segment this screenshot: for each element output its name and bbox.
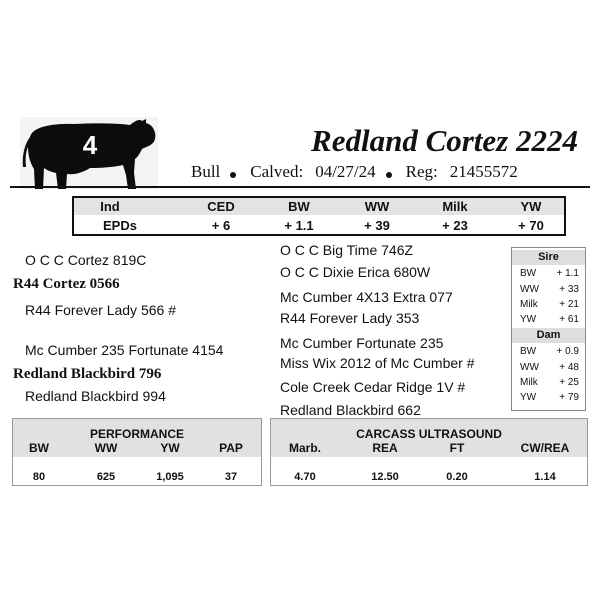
sire-epd-header: Sire	[512, 250, 585, 265]
carcass-value-cw-rea: 1.14	[534, 471, 556, 483]
calved-date: 04/27/24	[315, 162, 376, 181]
pedigree-sire: R44 Cortez 0566	[13, 276, 120, 292]
pedigree-ggp-4: R44 Forever Lady 353	[280, 310, 420, 326]
epd-value-ww: + 39	[364, 218, 390, 233]
performance-col-bw: BW	[29, 441, 49, 455]
sire-epd-row: BW+ 1.1	[520, 268, 579, 279]
sire-epd-row: YW+ 61	[520, 314, 579, 325]
dam-epd-row: Milk+ 25	[520, 377, 579, 388]
pedigree-sire-sire: O C C Cortez 819C	[25, 252, 147, 268]
epd-value-bw: + 1.1	[284, 218, 314, 233]
epd-header-row	[74, 198, 564, 215]
calved-label: Calved:	[250, 162, 304, 181]
performance-title: PERFORMANCE	[89, 427, 184, 441]
carcass-col-ft: FT	[449, 441, 465, 455]
dam-epd-row: YW+ 79	[520, 392, 579, 403]
pedigree-ggp-2: O C C Dixie Erica 680W	[280, 264, 431, 280]
epd-table: Ind EPDs CED BW WW Milk YW + 6 + 1.1 + 3…	[72, 196, 566, 236]
epd-value-yw: + 70	[518, 218, 544, 233]
performance-value-pap: 37	[224, 471, 238, 483]
carcass-title: CARCASS ULTRASOUND	[356, 427, 502, 441]
epd-row-label-epds: EPDs	[103, 218, 137, 233]
pedigree-ggp-1: O C C Big Time 746Z	[280, 242, 414, 258]
reg-label: Reg:	[405, 162, 438, 181]
epd-value-milk: + 23	[442, 218, 468, 233]
dam-epd-header: Dam	[512, 328, 585, 343]
epd-col-milk: Milk	[442, 199, 468, 214]
performance-col-ww: WW	[94, 441, 118, 455]
animal-name: Redland Cortez 2224	[311, 123, 578, 158]
sire-epd-row: Milk+ 21	[520, 299, 579, 310]
pedigree-ggp-6: Miss Wix 2012 of Mc Cumber #	[280, 355, 475, 371]
carcass-col-rea: REA	[372, 441, 398, 455]
carcass-ultrasound-table: CARCASS ULTRASOUND Marb. REA FT CW/REA 4…	[270, 418, 588, 486]
bull-silhouette-icon	[22, 119, 156, 189]
parent-epd-box: Sire BW+ 1.1 WW+ 33 Milk+ 21 YW+ 61 Dam …	[511, 247, 586, 411]
lot-number: 4	[82, 130, 98, 160]
animal-info-line: Bull Calved: 04/27/24 Reg: 21455572	[191, 162, 518, 182]
pedigree-dam: Redland Blackbird 796	[13, 366, 162, 382]
carcass-value-rea: 12.50	[371, 471, 399, 483]
carcass-value-marb: 4.70	[294, 471, 316, 483]
epd-row-label-ind: Ind	[100, 199, 120, 214]
sex-value: Bull	[191, 162, 221, 181]
epd-col-ww: WW	[364, 199, 390, 214]
pedigree-dam-dam: Redland Blackbird 994	[25, 388, 166, 404]
pedigree-ggp-3: Mc Cumber 4X13 Extra 077	[280, 289, 453, 305]
performance-table: PERFORMANCE BW WW YW PAP 80 625 1,095 37	[12, 418, 262, 486]
bullet-dot-icon	[385, 172, 392, 179]
performance-value-yw: 1,095	[156, 471, 184, 483]
pedigree-ggp-8: Redland Blackbird 662	[280, 402, 421, 418]
header-divider	[10, 186, 590, 188]
performance-col-pap: PAP	[219, 441, 243, 455]
reg-number: 21455572	[449, 162, 518, 181]
dam-epd-row: BW+ 0.9	[520, 346, 579, 357]
pedigree-ggp-7: Cole Creek Cedar Ridge 1V #	[280, 379, 466, 395]
pedigree-ggp-5: Mc Cumber Fortunate 235	[280, 335, 444, 351]
performance-col-yw: YW	[160, 441, 180, 455]
performance-value-ww: 625	[96, 471, 116, 483]
carcass-col-marb: Marb.	[288, 441, 321, 455]
epd-col-yw: YW	[520, 199, 542, 214]
pedigree-dam-sire: Mc Cumber 235 Fortunate 4154	[25, 342, 224, 358]
performance-value-bw: 80	[32, 471, 46, 483]
carcass-value-ft: 0.20	[446, 471, 468, 483]
epd-col-bw: BW	[288, 199, 310, 214]
dam-epd-row: WW+ 48	[520, 362, 579, 373]
bullet-dot-icon	[230, 172, 237, 179]
epd-col-ced: CED	[207, 199, 235, 214]
carcass-col-cw-rea: CW/REA	[520, 441, 570, 455]
pedigree-sire-dam: R44 Forever Lady 566 #	[25, 302, 176, 318]
epd-value-ced: + 6	[211, 218, 231, 233]
sire-epd-row: WW+ 33	[520, 284, 579, 295]
